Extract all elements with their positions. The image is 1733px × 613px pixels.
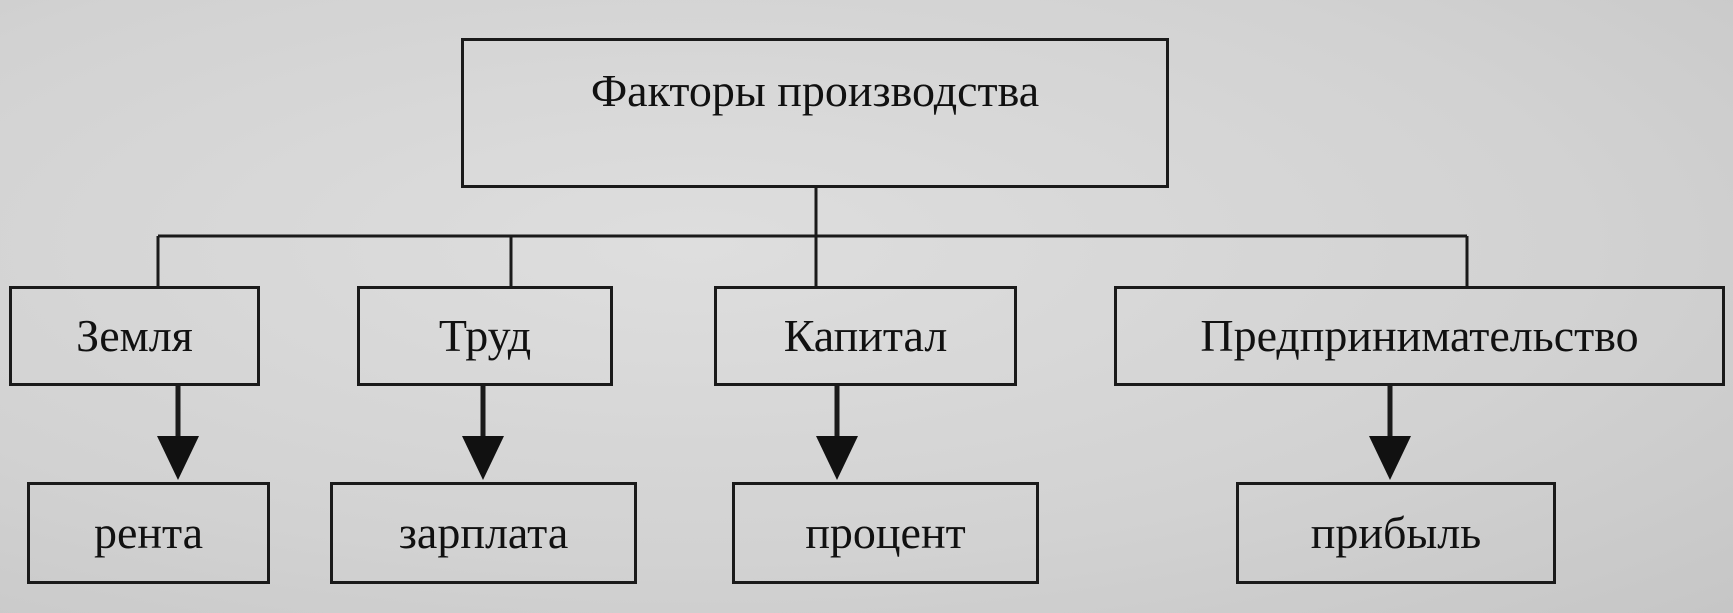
root-label: Факторы производства	[590, 65, 1040, 116]
income-label: зарплата	[398, 507, 569, 558]
factor-label: Труд	[438, 310, 532, 361]
factor-box-zemlya: Земля	[9, 286, 260, 386]
factor-box-predprinimatelstvo: Предпринимательство	[1114, 286, 1725, 386]
income-label: процент	[805, 507, 966, 558]
income-label: рента	[93, 507, 204, 558]
factor-label: Капитал	[783, 310, 948, 361]
factor-label: Предпринимательство	[1200, 310, 1639, 361]
income-box-renta: рента	[27, 482, 270, 584]
arrowhead-predprinimatelstvo	[1369, 436, 1411, 480]
arrowhead-trud	[462, 436, 504, 480]
root-box: Факторы производства	[461, 38, 1169, 188]
factor-box-kapital: Капитал	[714, 286, 1017, 386]
income-box-zarplata: зарплата	[330, 482, 637, 584]
income-label: прибыль	[1310, 507, 1482, 558]
income-box-pribyl: прибыль	[1236, 482, 1556, 584]
factor-box-trud: Труд	[357, 286, 613, 386]
arrowhead-zemlya	[157, 436, 199, 480]
income-box-protsent: процент	[732, 482, 1039, 584]
factor-label: Земля	[76, 310, 193, 361]
arrowhead-kapital	[816, 436, 858, 480]
